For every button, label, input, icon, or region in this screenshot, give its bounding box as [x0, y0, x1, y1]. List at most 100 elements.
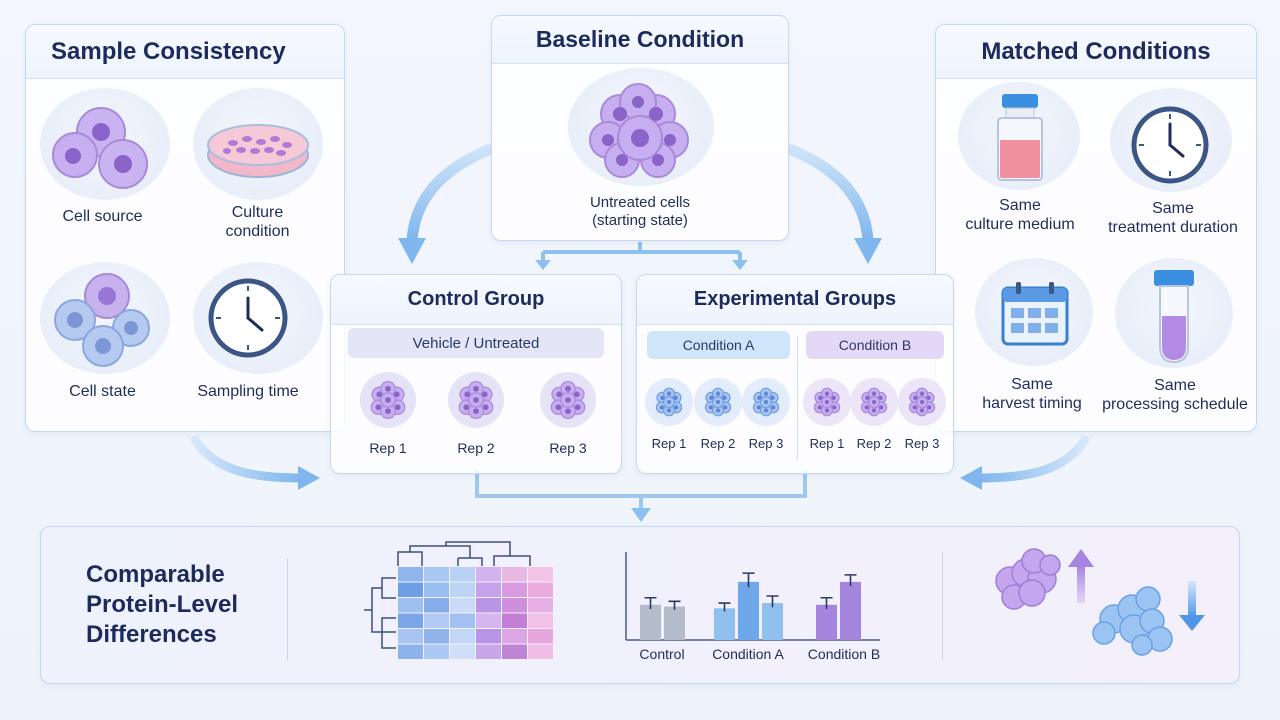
label-line1: Same	[1011, 376, 1053, 393]
petri-dish-icon	[207, 124, 309, 178]
condition-a-cells-1	[645, 378, 693, 426]
heatmap-cell	[450, 613, 475, 628]
heatmap-cell	[502, 582, 527, 597]
experimental-groups-header: Experimental Groups	[637, 275, 953, 325]
heatmap-cell	[398, 567, 423, 582]
heatmap-cell	[528, 567, 553, 582]
same-treatment-duration-label: Same treatment duration	[1098, 199, 1248, 237]
condition-b-rep-3: Rep 3	[904, 436, 940, 451]
panel-title: Control Group	[407, 288, 545, 310]
same-processing-schedule-label: Same processing schedule	[1100, 376, 1250, 414]
condition-b-cells-2	[850, 378, 898, 426]
condition-b-pill: Condition B	[806, 331, 944, 359]
heatmap-cell	[398, 629, 423, 644]
error-bar	[668, 600, 681, 610]
cell-state-label: Cell state	[69, 383, 136, 400]
baseline-caption-line2: (starting state)	[592, 212, 688, 229]
heatmap-cell	[450, 567, 475, 582]
calendar-icon	[1001, 282, 1069, 346]
heatmap-cell	[476, 613, 501, 628]
bar-condition-a-1	[714, 608, 735, 640]
result-divider-1	[287, 558, 288, 660]
x-tick-control: Control	[639, 646, 685, 662]
panel-title: Sample Consistency	[51, 37, 286, 65]
up-arrow-icon	[1077, 565, 1085, 603]
label-line2: treatment duration	[1108, 219, 1238, 236]
baseline-to-experimental-arrow	[786, 144, 874, 246]
bar-condition-b-1	[816, 604, 837, 640]
result-divider-2	[942, 552, 943, 660]
cell-cluster-icon	[52, 107, 148, 189]
heatmap-cell	[450, 629, 475, 644]
label-line2: culture medium	[965, 216, 1075, 233]
heatmap-icon	[364, 541, 553, 659]
heatmap-cell	[424, 582, 449, 597]
bar-control-2	[664, 606, 685, 640]
heatmap-cell	[398, 582, 423, 597]
heatmap-cell	[502, 644, 527, 659]
heatmap-cell	[502, 598, 527, 613]
control-rep-1: Rep 1	[369, 440, 407, 456]
control-replicates	[360, 372, 596, 428]
condition-a-cells-2	[694, 378, 742, 426]
result-title-line3: Differences	[86, 621, 217, 648]
protein-change-icon	[995, 548, 1205, 656]
result-title-line1: Comparable	[86, 561, 225, 588]
upregulated-protein-icon	[995, 548, 1061, 610]
heatmap-cell	[528, 629, 553, 644]
panel-title: Matched Conditions	[981, 37, 1211, 65]
heatmap-cell	[528, 644, 553, 659]
downregulated-protein-icon	[1092, 586, 1173, 656]
same-culture-medium-label: Same culture medium	[950, 196, 1090, 234]
bar-control-1	[640, 604, 661, 640]
culture-condition-label: Culture condition	[195, 203, 320, 241]
cell-cluster-blue-icon	[54, 273, 150, 367]
heatmap-cell	[450, 644, 475, 659]
condition-divider	[797, 336, 798, 460]
heatmap-cell	[528, 613, 553, 628]
panel-title: Experimental Groups	[693, 288, 897, 310]
condition-a-rep-1: Rep 1	[651, 436, 687, 451]
label-line1: Same	[999, 197, 1041, 214]
label-line2: harvest timing	[982, 395, 1082, 412]
bar-chart	[625, 552, 880, 641]
experimental-groups-panel: Experimental Groups	[636, 274, 954, 474]
label-line1: Same	[1152, 200, 1194, 217]
error-bar	[718, 602, 731, 612]
heatmap-cell	[502, 613, 527, 628]
heatmap-cell	[424, 613, 449, 628]
control-rep-3: Rep 3	[549, 440, 587, 456]
matched-conditions-header: Matched Conditions	[936, 25, 1256, 79]
medium-bottle-icon	[997, 94, 1043, 181]
heatmap-cell	[450, 598, 475, 613]
panel-title: Baseline Condition	[535, 26, 745, 52]
heatmap-cell	[398, 644, 423, 659]
heatmap-cell	[476, 582, 501, 597]
heatmap-cell	[476, 644, 501, 659]
same-harvest-timing-label: Same harvest timing	[962, 375, 1102, 413]
baseline-to-control-arrow	[406, 144, 494, 246]
condition-b-cells-3	[898, 378, 946, 426]
baseline-caption-line1: Untreated cells	[589, 194, 691, 211]
heatmap-cell	[476, 629, 501, 644]
error-bar	[820, 596, 833, 610]
culture-label-line2: condition	[225, 223, 290, 240]
error-bar	[742, 572, 755, 588]
down-arrow-icon	[1188, 581, 1196, 617]
bar-condition-a-3	[762, 603, 783, 640]
condition-a-rep-3: Rep 3	[748, 436, 784, 451]
cell-source-label: Cell source	[62, 208, 143, 225]
heatmap-cell	[528, 598, 553, 613]
control-rep-cells-1	[360, 372, 416, 428]
error-bar	[766, 595, 779, 608]
bar-condition-a-2	[738, 581, 759, 640]
result-title-line2: Protein-Level	[86, 591, 239, 618]
sampling-time-label: Sampling time	[197, 383, 299, 400]
condition-b-rep-2: Rep 2	[856, 436, 892, 451]
x-tick-condition-b: Condition B	[807, 646, 881, 662]
baseline-caption: Untreated cells (starting state)	[540, 194, 740, 230]
heatmap-cell	[476, 598, 501, 613]
heatmap-cell	[528, 582, 553, 597]
heatmap-cell	[424, 598, 449, 613]
control-rep-cells-3	[540, 372, 596, 428]
